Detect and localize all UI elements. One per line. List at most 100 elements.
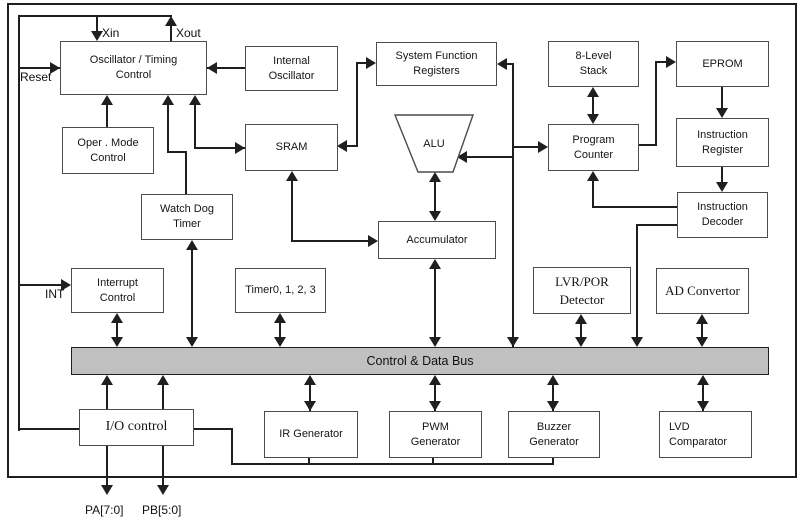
arrowhead-up-icon bbox=[101, 375, 113, 385]
wire-sfr-sram bbox=[345, 145, 358, 147]
arrowhead-down-icon bbox=[101, 485, 113, 495]
wire-io-bus bbox=[162, 382, 164, 409]
wire-pc-to-eprom bbox=[638, 144, 657, 146]
arrowhead-up-icon bbox=[429, 172, 441, 182]
block-interrupt-control: Interrupt Control bbox=[71, 268, 164, 313]
arrowhead-down-icon bbox=[716, 182, 728, 192]
pin-label-int: INT bbox=[45, 287, 65, 301]
block-instruction-decoder: Instruction Decoder bbox=[677, 192, 768, 238]
block-label: Detector bbox=[559, 291, 605, 307]
arrowhead-down-icon bbox=[696, 337, 708, 347]
block-lvd-comparator: LVD Comparator bbox=[659, 411, 752, 458]
wire-id-to-bus bbox=[636, 224, 638, 340]
block-label: AD Convertor bbox=[665, 283, 740, 299]
block-label: LVD bbox=[669, 420, 690, 433]
pin-label-xout: Xout bbox=[176, 26, 201, 40]
wire-id-to-pc bbox=[592, 206, 677, 208]
wire-wdt-bus bbox=[191, 247, 193, 340]
arrowhead-right-icon bbox=[50, 62, 60, 74]
block-label: Generator bbox=[410, 435, 461, 448]
block-label: Stack bbox=[579, 65, 608, 77]
wire-id-to-bus bbox=[636, 224, 677, 226]
wire-omc-to-osc bbox=[106, 103, 108, 127]
arrowhead-up-icon bbox=[304, 375, 316, 385]
bus-label: Control & Data Bus bbox=[366, 354, 474, 368]
arrowhead-up-icon bbox=[587, 171, 599, 181]
arrowhead-down-icon bbox=[91, 31, 103, 41]
wire-io-peripheral bbox=[552, 456, 554, 465]
wire-lvd-bus bbox=[702, 381, 704, 411]
arrowhead-left-icon bbox=[337, 140, 347, 152]
arrowhead-up-icon bbox=[286, 171, 298, 181]
arrowhead-right-icon bbox=[538, 141, 548, 153]
block-label: ALU bbox=[423, 137, 445, 150]
arrowhead-down-icon bbox=[507, 337, 519, 347]
block-timers: Timer0, 1, 2, 3 bbox=[235, 268, 326, 313]
wire-pc-to-eprom bbox=[655, 61, 668, 63]
block-label: LVR/POR bbox=[555, 273, 609, 289]
block-label: System Function bbox=[395, 50, 478, 63]
wire-ireg-to-id bbox=[721, 167, 723, 185]
wire-lvr-bus bbox=[580, 321, 582, 340]
arrowhead-up-icon bbox=[101, 95, 113, 105]
wire-int bbox=[19, 284, 63, 286]
block-label: Instruction bbox=[697, 201, 748, 214]
wire-io-bus bbox=[106, 382, 108, 409]
wire-pc-to-eprom bbox=[655, 61, 657, 146]
wire-adc-bus bbox=[701, 321, 703, 340]
arrowhead-up-icon bbox=[157, 375, 169, 385]
block-label: EPROM bbox=[702, 57, 743, 70]
arrowhead-up-icon bbox=[547, 375, 559, 385]
wire-central-branch bbox=[504, 63, 514, 65]
wire-wdt-to-osc bbox=[167, 151, 187, 153]
wire-ir-bus bbox=[309, 381, 311, 411]
arrowhead-left-icon bbox=[207, 62, 217, 74]
arrowhead-down-icon bbox=[575, 337, 587, 347]
block-oper-mode-control: Oper . Mode Control bbox=[62, 127, 154, 174]
arrowhead-up-icon bbox=[696, 314, 708, 324]
wire-alu-acc bbox=[434, 179, 436, 215]
block-sram: SRAM bbox=[245, 124, 338, 171]
arrowhead-up-icon bbox=[274, 313, 286, 323]
block-buzzer-generator: Buzzer Generator bbox=[508, 411, 600, 458]
wire-io-peripheral bbox=[231, 428, 233, 465]
block-label: Control bbox=[99, 291, 136, 304]
wire-io-left bbox=[19, 428, 79, 430]
pin-label-reset: Reset bbox=[20, 70, 52, 84]
wire-central-branch bbox=[465, 156, 514, 158]
arrowhead-up-icon bbox=[111, 313, 123, 323]
block-lvr-por-detector: LVR/POR Detector bbox=[533, 267, 631, 314]
block-label: Decoder bbox=[701, 216, 744, 228]
block-eprom: EPROM bbox=[676, 41, 769, 87]
wire-wdt-to-osc bbox=[167, 103, 169, 153]
arrowhead-left-icon bbox=[497, 58, 507, 70]
block-internal-oscillator: Internal Oscillator bbox=[245, 46, 338, 91]
block-label: Comparator bbox=[669, 435, 728, 448]
wire-central-branch bbox=[512, 63, 514, 347]
control-data-bus: Control & Data Bus bbox=[71, 347, 769, 375]
block-label: Timer0, 1, 2, 3 bbox=[245, 284, 316, 297]
block-oscillator-timing-control: Oscillator / Timing Control bbox=[60, 41, 207, 95]
wire-buzzer-bus bbox=[552, 381, 554, 411]
wire-xout bbox=[170, 25, 172, 42]
block-program-counter: Program Counter bbox=[548, 124, 639, 171]
wire-io-peripheral bbox=[193, 428, 233, 430]
pin-label-pb: PB[5:0] bbox=[142, 503, 182, 517]
wire-pa bbox=[106, 446, 108, 487]
arrowhead-down-icon bbox=[186, 337, 198, 347]
wire-sfr-sram bbox=[356, 62, 368, 64]
block-ir-generator: IR Generator bbox=[264, 411, 358, 458]
wire-eprom-to-ireg bbox=[721, 87, 723, 111]
arrowhead-right-icon bbox=[61, 279, 71, 291]
wire-acc-bus bbox=[434, 266, 436, 340]
wire-xin bbox=[96, 16, 98, 33]
arrowhead-down-icon bbox=[429, 211, 441, 221]
arrowhead-down-icon bbox=[304, 401, 316, 411]
block-label: Watch Dog bbox=[159, 203, 214, 216]
block-label: Counter bbox=[573, 148, 614, 161]
block-label: Instruction bbox=[697, 128, 748, 141]
block-label: Oscillator / Timing bbox=[89, 54, 178, 67]
arrowhead-up-icon bbox=[189, 95, 201, 105]
block-label: Control bbox=[115, 69, 152, 81]
